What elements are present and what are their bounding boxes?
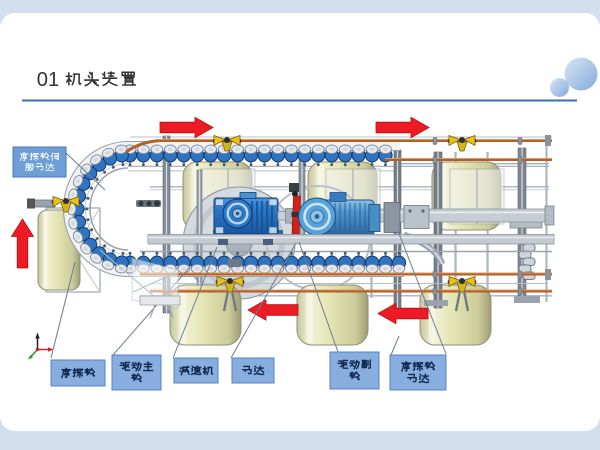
svg-text:01: 01 bbox=[37, 69, 59, 91]
